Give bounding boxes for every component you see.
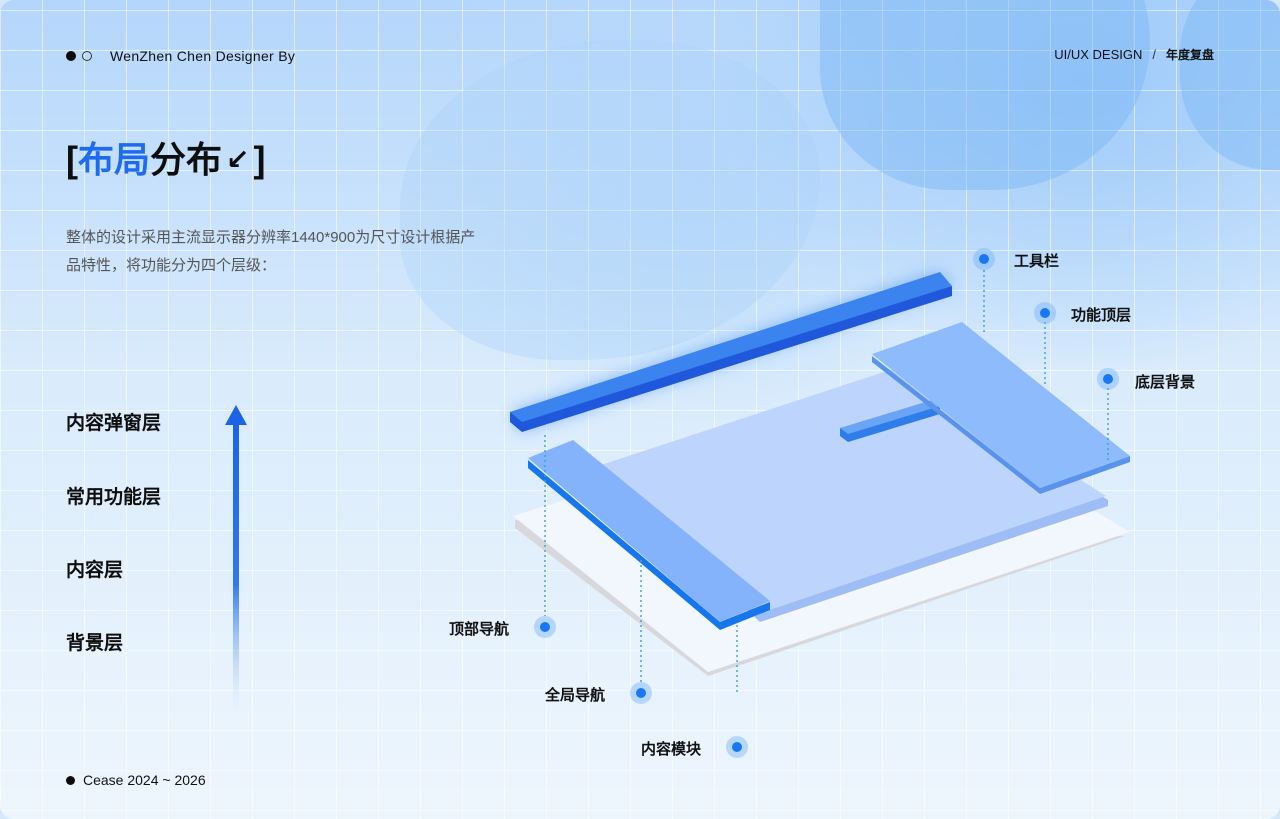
toolbar-bar [510,272,952,432]
layer-label-content: 内容层 [66,560,124,581]
marker-dot-icon [630,682,652,704]
global-nav-bar [528,440,770,630]
title-bracket-open: [ [66,139,78,180]
marker-dot-icon [1097,368,1119,390]
arrow-up-icon [225,405,247,715]
page-title: [ 布局 分布 ↙ ] [66,138,266,182]
layer-illustration [510,270,1130,695]
connector-lines [544,270,1109,695]
year-review-text: 年度复盘 [1165,48,1214,62]
layer-label-background: 背景层 [66,633,124,654]
header-category: UI/UX DESIGN / 年度复盘 [1054,46,1214,63]
title-rest: 分布 [150,139,223,180]
dot-filled-icon [66,775,75,785]
callout-bottom-background: 底层背景 [1135,374,1196,391]
marker-dot-icon [973,248,995,270]
callout-function-top: 功能顶层 [1071,307,1132,324]
header-brand: WenZhen Chen Designer By [66,48,295,64]
header-separator: / [1152,47,1156,62]
function-top-panel [872,322,1130,494]
description: 整体的设计采用主流显示器分辨率1440*900为尺寸设计根据产 品特性，将功能分… [66,224,526,280]
small-bar [840,400,940,442]
callout-global-nav: 全局导航 [545,687,606,704]
arrow-down-left-icon: ↙ [226,144,250,175]
callout-toolbar: 工具栏 [1014,253,1060,270]
marker-dot-icon [726,736,748,758]
category-text: UI/UX DESIGN [1054,47,1143,62]
marker-dot-icon [534,616,556,638]
description-line: 整体的设计采用主流显示器分辨率1440*900为尺寸设计根据产 [66,229,476,246]
dot-filled-icon [66,51,76,61]
footer-text: Cease 2024 ~ 2026 [83,772,206,788]
callout-top-nav: 顶部导航 [449,621,510,638]
footer: Cease 2024 ~ 2026 [66,772,206,788]
brand-text: WenZhen Chen Designer By [110,48,296,64]
layer-label-function: 常用功能层 [66,487,162,508]
layer-label-popup: 内容弹窗层 [66,413,162,434]
dot-outline-icon [82,51,92,61]
title-highlight: 布局 [78,139,151,180]
description-line: 品特性，将功能分为四个层级： [66,257,277,274]
callout-content-module: 内容模块 [641,741,702,758]
marker-dot-icon [1034,302,1056,324]
title-bracket-close: ] [253,139,266,180]
